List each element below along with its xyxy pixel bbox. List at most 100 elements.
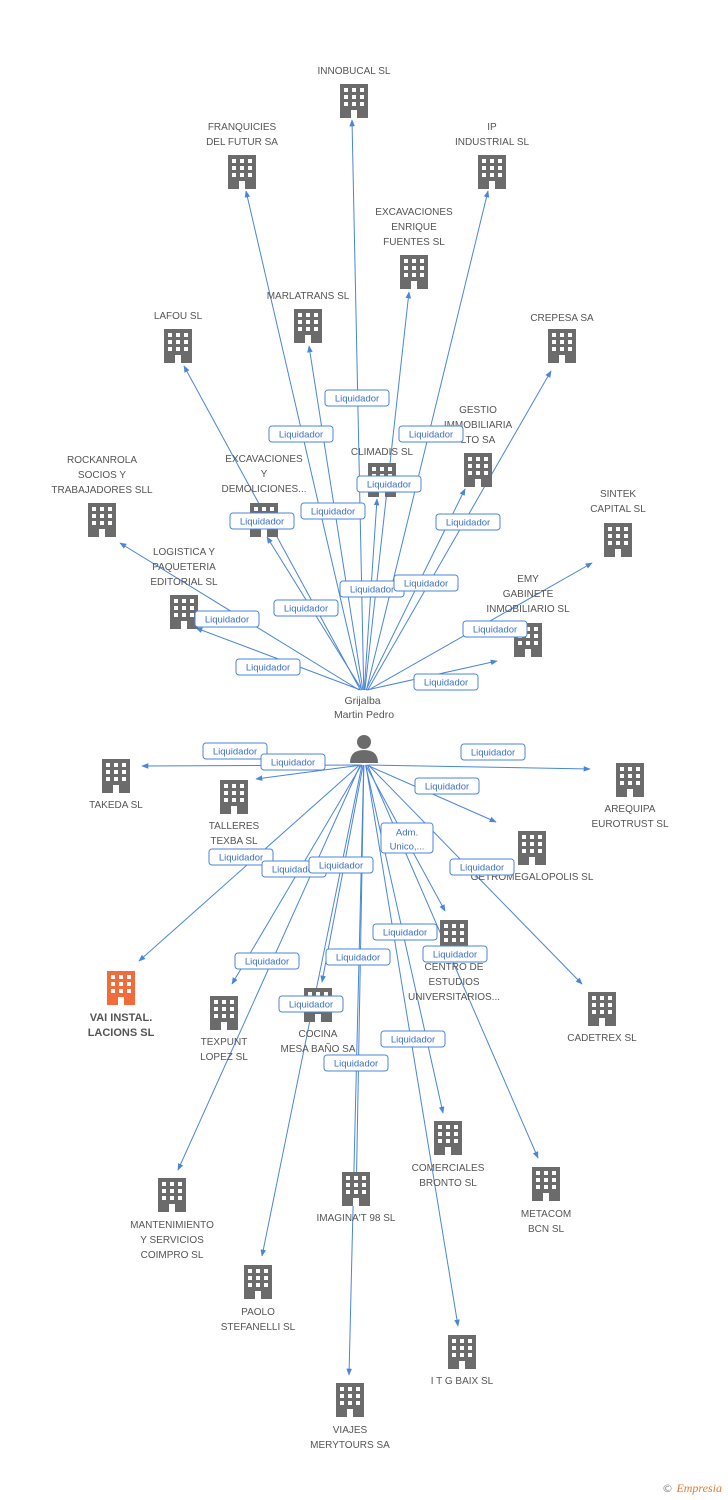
edge-label-22[interactable]: Liquidador (449, 858, 515, 876)
company-label: MARLATRANS SL (267, 291, 350, 302)
company-label-line: IP (487, 122, 497, 133)
company-label-line: CLIMADIS SL (351, 447, 414, 458)
edge-label-text: Liquidador (471, 748, 515, 759)
person-node[interactable]: Grijalba Martin Pedro (334, 695, 394, 763)
edge-label-23[interactable]: Liquidador (234, 952, 300, 970)
edge-label-6[interactable]: Liquidador (300, 502, 366, 520)
edge-label-text: Liquidador (367, 480, 411, 491)
edge-label-25[interactable]: Liquidador (325, 948, 391, 966)
edge-label-7[interactable]: Liquidador (435, 513, 501, 531)
footer-brand: © Empresia (662, 1481, 722, 1496)
company-node-innobucal[interactable]: INNOBUCAL SL (318, 66, 391, 118)
edge-label-4[interactable]: Liquidador (356, 475, 422, 493)
building-icon (448, 1335, 476, 1369)
company-label-line: MARLATRANS SL (267, 291, 350, 302)
company-node-cadetrex[interactable]: CADETREX SL (567, 992, 637, 1044)
brand-logo[interactable]: Empresia (676, 1481, 722, 1495)
company-label-line: PAQUETERIA (152, 562, 216, 573)
edge-label-text: Liquidador (271, 758, 315, 769)
edge-label-text: Liquidador (409, 430, 453, 441)
edge-label-5[interactable]: Liquidador (229, 512, 295, 530)
company-label-line: VAI INSTAL. (90, 1012, 153, 1024)
edge-label-text: Liquidador (219, 853, 263, 864)
edge-label-14[interactable]: Liquidador (413, 673, 479, 691)
company-node-marlatrans[interactable]: MARLATRANS SL (267, 291, 350, 343)
edge-label-text: Liquidador (424, 678, 468, 689)
edge-label-17[interactable]: Liquidador (460, 743, 526, 761)
company-node-crepesa[interactable]: CREPESA SA (530, 313, 594, 363)
edge-label-30[interactable]: Adm.Unico,... (380, 822, 434, 854)
edge-label-24[interactable]: Liquidador (372, 923, 438, 941)
edge-label-text: Liquidador (289, 1000, 333, 1011)
edge-label-text: Liquidador (284, 604, 328, 615)
edge-label-8[interactable]: Liquidador (339, 580, 405, 598)
edge-label-21[interactable]: Liquidador (308, 856, 374, 874)
company-label-line: INMOBILIARIO SL (486, 604, 570, 615)
edge-label-18[interactable]: Liquidador (414, 777, 480, 795)
edge-label-text: Unico,... (390, 842, 425, 853)
edge-label-1[interactable]: Liquidador (324, 389, 390, 407)
company-node-megalopolis[interactable]: GETROMEGALOPOLIS SL (471, 831, 594, 883)
company-label-line: TALLERES (209, 821, 260, 832)
edge-label-13[interactable]: Liquidador (462, 620, 528, 638)
edge-label-29[interactable]: Liquidador (323, 1054, 389, 1072)
building-icon (400, 255, 428, 289)
company-label-line: CENTRO DE (425, 962, 484, 973)
company-node-imagina[interactable]: IMAGINA'T 98 SL (317, 1172, 396, 1224)
edge-label-16[interactable]: Liquidador (260, 753, 326, 771)
company-label-line: TEXPUNT (201, 1037, 248, 1048)
edge-label-11[interactable]: Liquidador (194, 610, 260, 628)
edge-label-15[interactable]: Liquidador (202, 742, 268, 760)
edge-label-12[interactable]: Liquidador (235, 658, 301, 676)
company-node-lafou[interactable]: LAFOU SL (154, 311, 203, 363)
company-label-line: EXCAVACIONES (225, 454, 303, 465)
edge-label-2[interactable]: Liquidador (268, 425, 334, 443)
edge-label-28[interactable]: Liquidador (380, 1030, 446, 1048)
building-icon (88, 503, 116, 537)
edge-label-text: Liquidador (473, 625, 517, 636)
company-node-climadis[interactable]: CLIMADIS SL (351, 447, 414, 497)
building-icon (210, 996, 238, 1030)
edge-label-3[interactable]: Liquidador (398, 425, 464, 443)
company-node-takeda[interactable]: TAKEDA SL (89, 759, 143, 811)
edge-label-27[interactable]: Liquidador (278, 995, 344, 1013)
company-label-line: MANTENIMIENTO (130, 1220, 214, 1231)
edge-label-10[interactable]: Liquidador (393, 574, 459, 592)
company-label: CADETREX SL (567, 1033, 637, 1044)
edge-label-text: Liquidador (240, 517, 284, 528)
edge-label-26[interactable]: Liquidador (422, 945, 488, 963)
company-node-itg[interactable]: I T G BAIX SL (431, 1335, 494, 1387)
company-node-vai[interactable]: VAI INSTAL.LACIONS SL (88, 971, 155, 1039)
edge-label-19[interactable]: Liquidador (208, 848, 274, 866)
company-label: VAI INSTAL.LACIONS SL (88, 1012, 155, 1039)
edge-label-9[interactable]: Liquidador (273, 599, 339, 617)
